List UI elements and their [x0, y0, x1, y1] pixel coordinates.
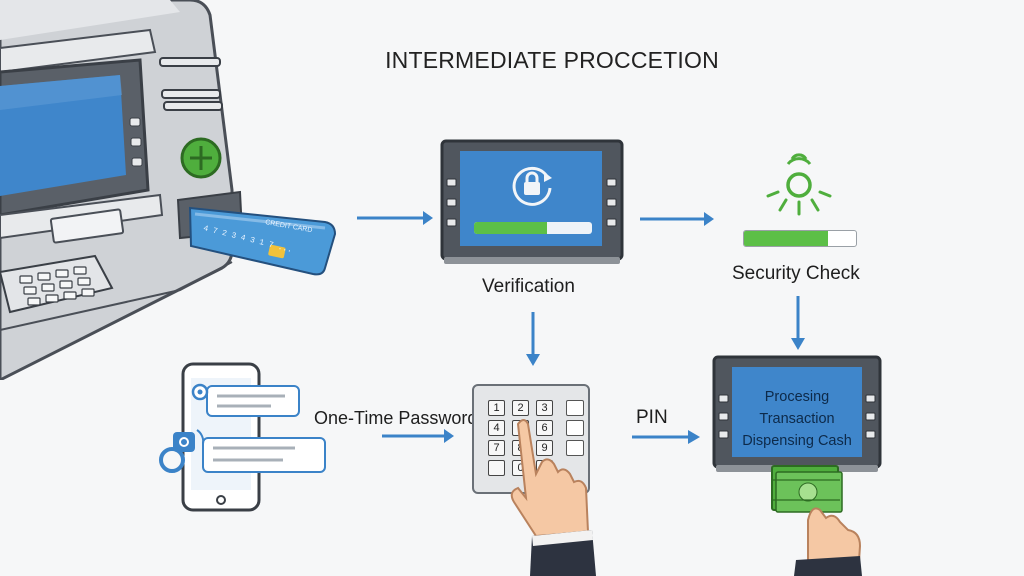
hand-icon — [496, 412, 606, 576]
verification-progress-fill — [474, 222, 548, 234]
keypad-key-9[interactable]: 9 — [536, 440, 553, 456]
arrow-security-down — [788, 296, 808, 352]
step-label-security-check: Security Check — [732, 263, 860, 284]
atm-machine — [0, 0, 345, 380]
arrow-otp-to-keypad — [380, 426, 460, 446]
credit-card: CREDIT CARD 4 7 2 3 4 3 1 7 ... — [185, 190, 345, 280]
keypad-key-3[interactable]: 3 — [536, 400, 553, 416]
arrow-verification-to-security — [638, 209, 718, 229]
lock-refresh-icon — [508, 160, 556, 208]
keypad-side-button[interactable] — [566, 400, 584, 416]
arrow-verification-down — [523, 312, 543, 368]
verification-progress-bar — [474, 222, 592, 234]
screen-line-processing: Procesing Transaction — [759, 389, 835, 427]
security-progress-bar — [743, 230, 857, 247]
arrow-pin-to-dispense — [630, 427, 710, 447]
security-progress-fill — [744, 231, 828, 246]
keypad-key-7[interactable]: 7 — [488, 440, 505, 456]
smartphone-icon — [155, 360, 330, 515]
keypad-key-2[interactable]: 2 — [512, 400, 529, 416]
keypad-key-6[interactable]: 6 — [536, 420, 553, 436]
step-label-pin: PIN — [636, 407, 668, 428]
keypad-key-4[interactable]: 4 — [488, 420, 505, 436]
signal-scan-icon — [764, 150, 834, 222]
arrow-atm-to-verification — [355, 208, 435, 228]
keypad-key-blank[interactable] — [488, 460, 505, 476]
keypad-key-1[interactable]: 1 — [488, 400, 505, 416]
step-label-verification: Verification — [482, 276, 575, 297]
dispenser-screen-text: Procesing Transaction Dispensing Cash — [732, 386, 862, 452]
page-title: INTERMEDIATE PROCCETION — [385, 47, 719, 73]
screen-line-dispensing: Dispensing Cash — [742, 433, 852, 449]
keypad-side-button[interactable] — [566, 420, 584, 436]
cash-icon — [768, 460, 868, 576]
step-label-otp: One-Time Password — [314, 408, 478, 428]
keypad-side-button[interactable] — [566, 440, 584, 456]
